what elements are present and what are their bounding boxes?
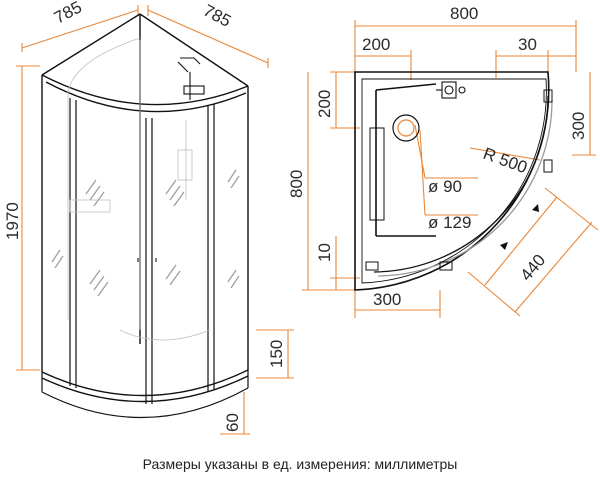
dim-door-440: 440 [517,251,550,285]
dim-drain-90: ø 90 [428,177,462,196]
dim-width-right: 785 [200,1,234,31]
dim-plan-width: 800 [450,4,478,23]
dim-offset-200-side: 200 [315,90,334,118]
dim-offset-300-right: 300 [569,112,588,140]
dim-offset-200-top: 200 [362,35,390,54]
dim-radius: R 500 [481,144,530,177]
dim-plan-depth: 800 [287,170,306,198]
dim-offset-300-bottom: 300 [373,290,401,309]
dim-offset-30: 30 [518,35,537,54]
units-caption: Размеры указаны в ед. измерения: миллиме… [143,456,458,472]
dim-leg-height: 60 [223,413,242,432]
dim-tray-height: 150 [267,340,286,368]
dim-width-left: 785 [51,0,85,28]
plan-view [302,20,599,318]
dim-offset-10: 10 [315,243,334,262]
dim-drain-129: ø 129 [428,213,471,232]
cabin-3d-view [16,5,294,435]
dim-height: 1970 [3,202,22,240]
